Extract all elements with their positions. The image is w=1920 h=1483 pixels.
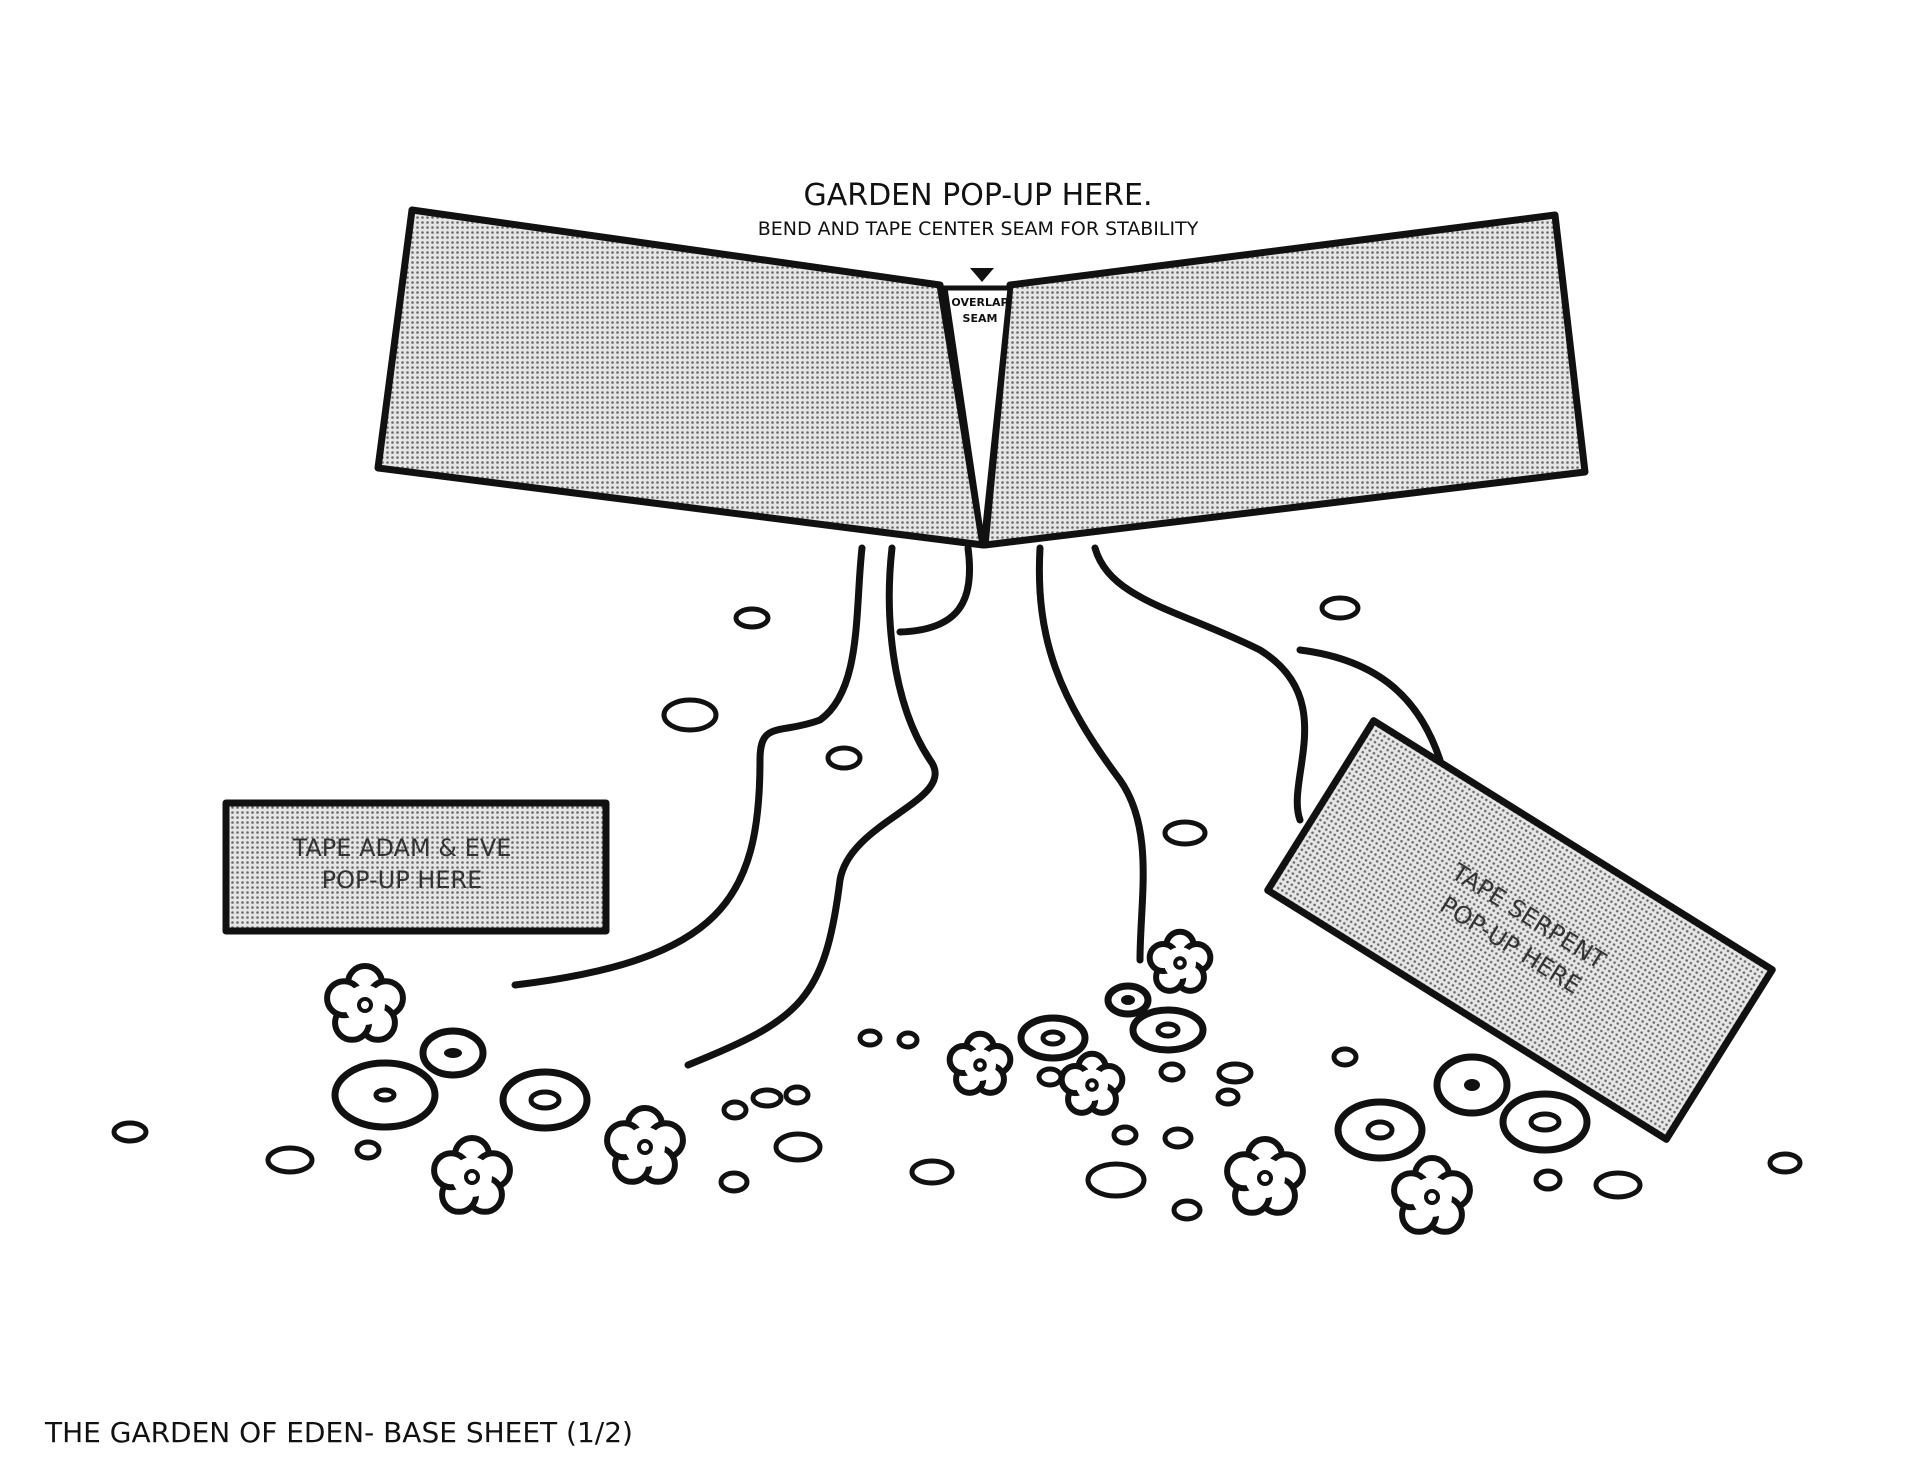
serpent-panel[interactable]: TAPE SERPENT POP-UP HERE: [1264, 717, 1776, 1143]
garden-title: GARDEN POP-UP HERE.: [803, 178, 1152, 213]
adam-eve-panel-box: [222, 799, 610, 935]
flower-icon: [604, 1105, 686, 1185]
ring-stones: [331, 982, 1591, 1162]
flower-icon: [431, 1135, 513, 1215]
flower-icon: [1146, 928, 1214, 994]
flowers: [324, 928, 1473, 1235]
adam-eve-label-line1: TAPE ADAM & EVE: [292, 834, 512, 862]
garden-left-panel: [374, 206, 987, 549]
flower-icon: [324, 963, 406, 1043]
garden-popup-area[interactable]: GARDEN POP-UP HERE. BEND AND TAPE CENTER…: [374, 178, 1589, 549]
garden-right-panel: [981, 211, 1589, 549]
flower-icon: [946, 1030, 1014, 1096]
serpent-panel-box: [1264, 717, 1776, 1143]
seam-label-line2: SEAM: [963, 312, 998, 325]
sheet-caption: THE GARDEN OF EDEN- BASE SHEET (1/2): [44, 1416, 633, 1449]
garden-instruction: BEND AND TAPE CENTER SEAM FOR STABILITY: [758, 218, 1199, 240]
flower-icon: [1224, 1136, 1306, 1216]
seam-label-line1: OVERLAP: [951, 296, 1008, 309]
adam-eve-label-line2: POP-UP HERE: [322, 866, 483, 894]
flower-icon: [1058, 1050, 1126, 1116]
adam-eve-panel[interactable]: TAPE ADAM & EVE POP-UP HERE: [222, 799, 610, 935]
flower-icon: [1391, 1155, 1473, 1235]
seam-arrow-icon: [970, 268, 994, 282]
pebbles: [111, 595, 1803, 1222]
tree-roots: [511, 544, 1444, 1069]
overlap-seam-tab: [942, 285, 1013, 546]
